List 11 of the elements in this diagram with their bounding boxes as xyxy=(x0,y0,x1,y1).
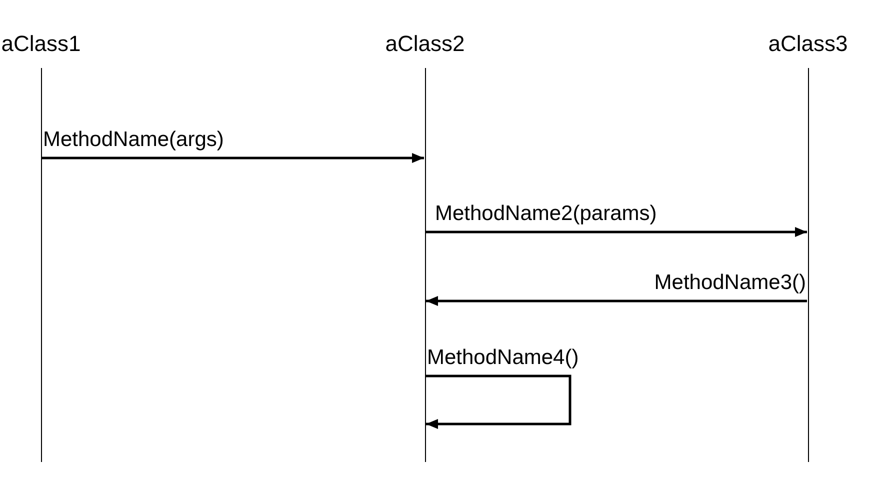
message-arrow xyxy=(426,296,807,306)
message-arrow xyxy=(42,153,424,163)
class-name: aClass2 xyxy=(385,30,465,58)
message-arrow xyxy=(426,374,572,429)
class-name: aClass1 xyxy=(1,30,81,58)
message-label: MethodName2(params) xyxy=(435,201,657,227)
message-label: MethodName3() xyxy=(654,270,806,296)
message-label: MethodName(args) xyxy=(43,127,224,153)
message-label: MethodName4() xyxy=(427,345,579,371)
class-name: aClass3 xyxy=(768,30,848,58)
message-arrow xyxy=(426,227,807,237)
